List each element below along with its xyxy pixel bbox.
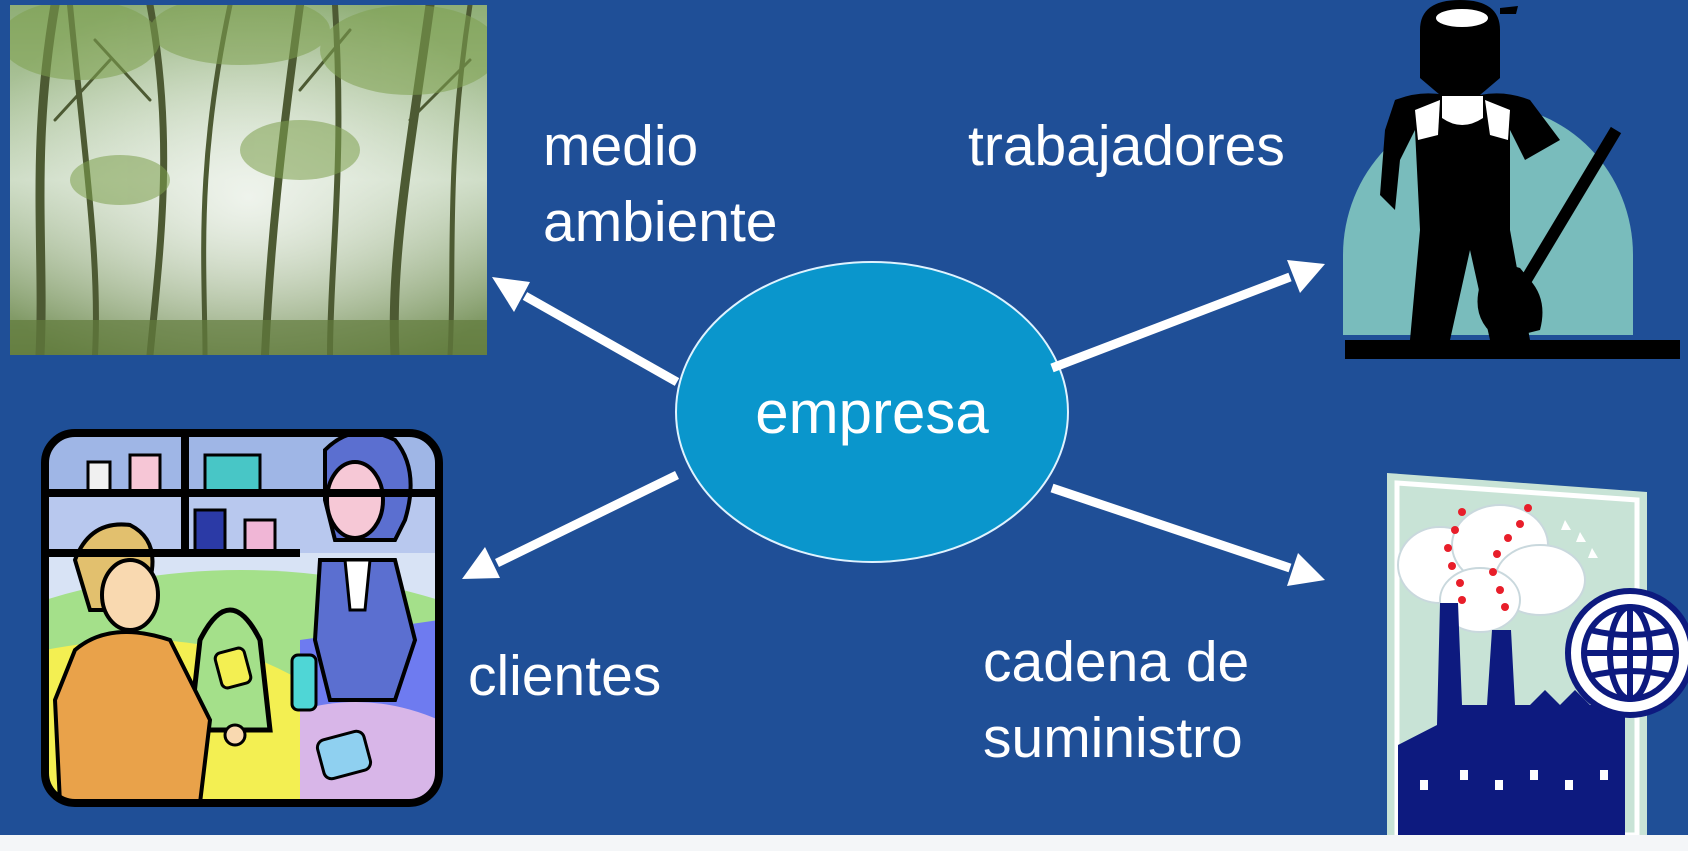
cadena-suministro-label-line-1: cadena de <box>983 630 1250 694</box>
cadena-suministro-label: cadena de suministro <box>983 624 1249 776</box>
arrow-to-clientes <box>462 470 679 579</box>
center-node <box>675 261 1069 563</box>
worker-with-shovel-icon <box>1343 0 1680 359</box>
clientes-label-line-1: clientes <box>468 644 662 708</box>
medio-ambiente-label-line-1: medio <box>543 114 699 178</box>
center-label: empresa <box>755 378 989 446</box>
cadena-suministro-label-line-2: suministro <box>983 706 1243 770</box>
arrow-to-medio-ambiente <box>492 277 680 386</box>
medio-ambiente-label-line-2: ambiente <box>543 190 778 254</box>
factory-globe-icon <box>1387 473 1688 835</box>
forest-photo <box>10 5 487 355</box>
trabajadores-label-line-1: trabajadores <box>968 114 1285 178</box>
trabajadores-label: trabajadores <box>968 108 1285 184</box>
pharmacy-customer-icon <box>45 433 439 803</box>
clientes-label: clientes <box>468 638 661 714</box>
arrow-to-cadena <box>1050 483 1325 586</box>
slide-bottom-strip <box>0 835 1688 851</box>
arrow-to-trabajadores <box>1050 260 1325 373</box>
medio-ambiente-label: medio ambiente <box>543 108 778 260</box>
